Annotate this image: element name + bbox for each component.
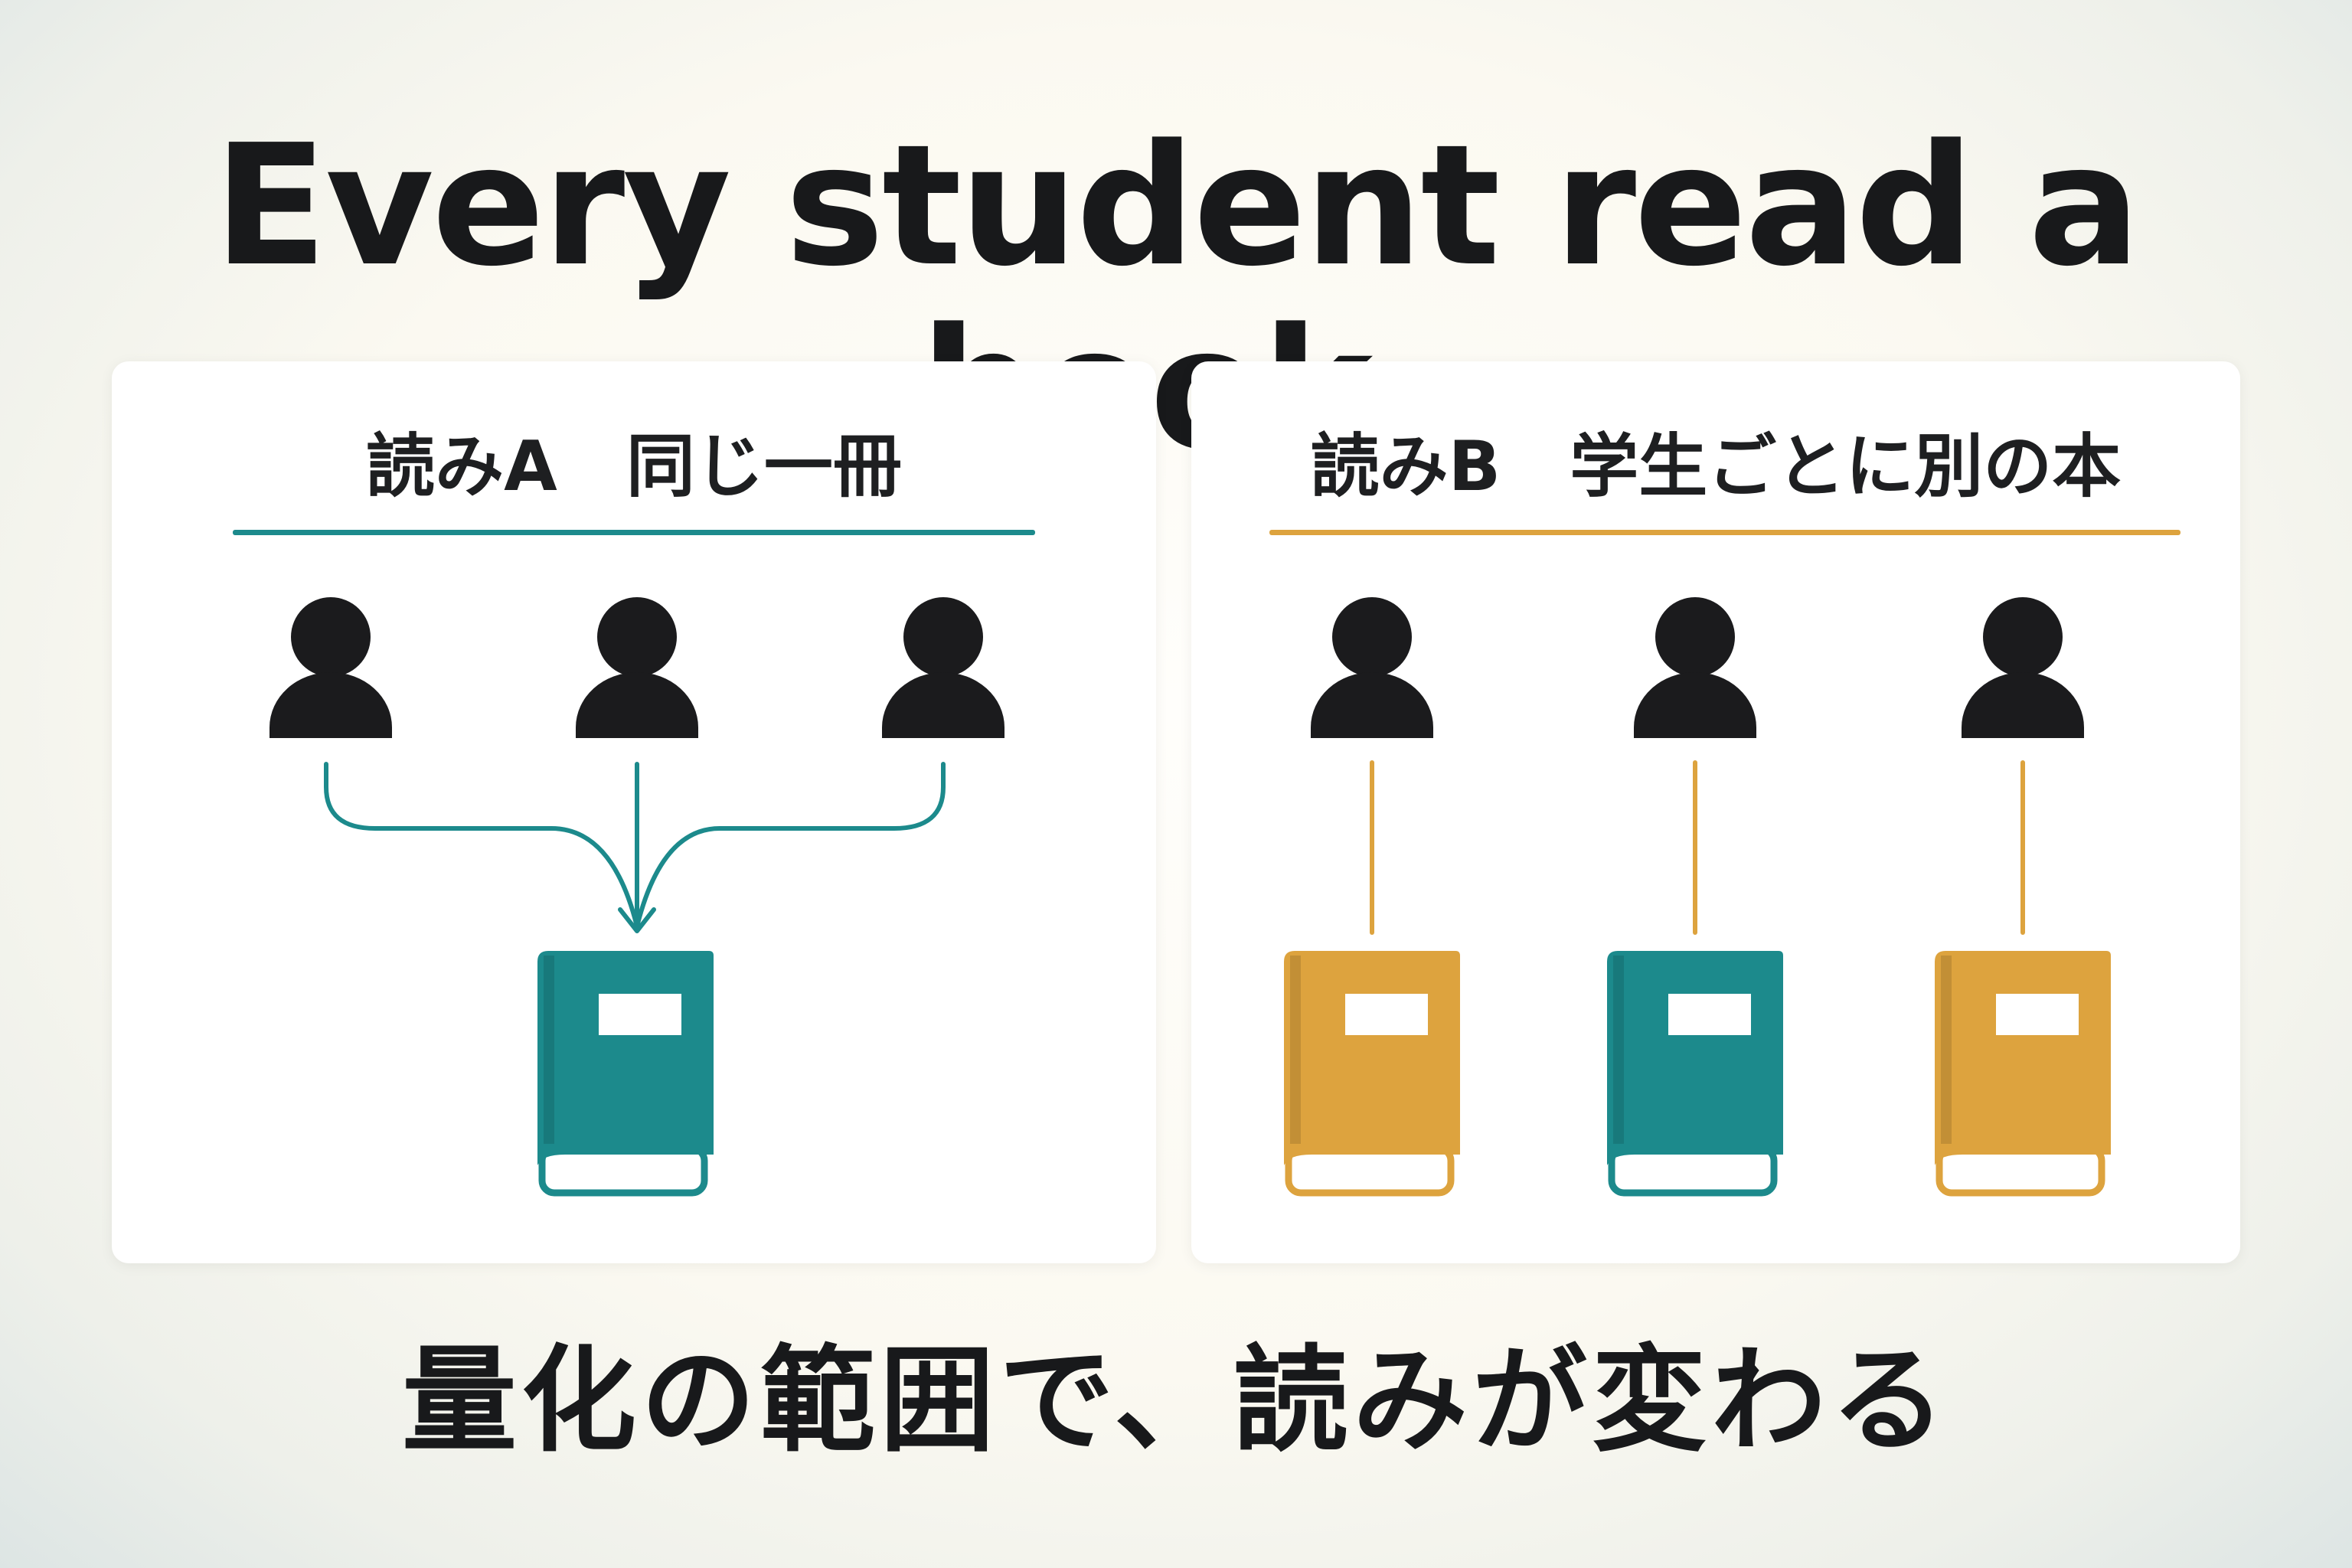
reading-a-arrows [324, 762, 946, 933]
reading-b-heading: 読みB 学生ごとに別の本 [1310, 426, 2122, 507]
reading-a-student-3 [882, 597, 1004, 738]
reading-b-student-2 [1634, 597, 1756, 738]
footer-caption: 量化の範囲で、読みが変わる [401, 1334, 1950, 1468]
reading-b-student-1 [1311, 597, 1433, 738]
reading-a-book-icon [537, 951, 714, 1197]
reading-a-heading: 読みA 同じ一冊 [366, 426, 902, 507]
reading-a-student-2 [576, 597, 698, 738]
reading-a-student-1 [270, 597, 392, 738]
reading-b-book-icon-3 [1935, 951, 2111, 1197]
reading-b-underline [1269, 530, 2180, 535]
reading-b-student-3 [1962, 597, 2084, 738]
reading-a-underline [233, 530, 1035, 535]
reading-b-book-icon-2 [1607, 951, 1783, 1197]
reading-b-book-icon-1 [1284, 951, 1460, 1197]
